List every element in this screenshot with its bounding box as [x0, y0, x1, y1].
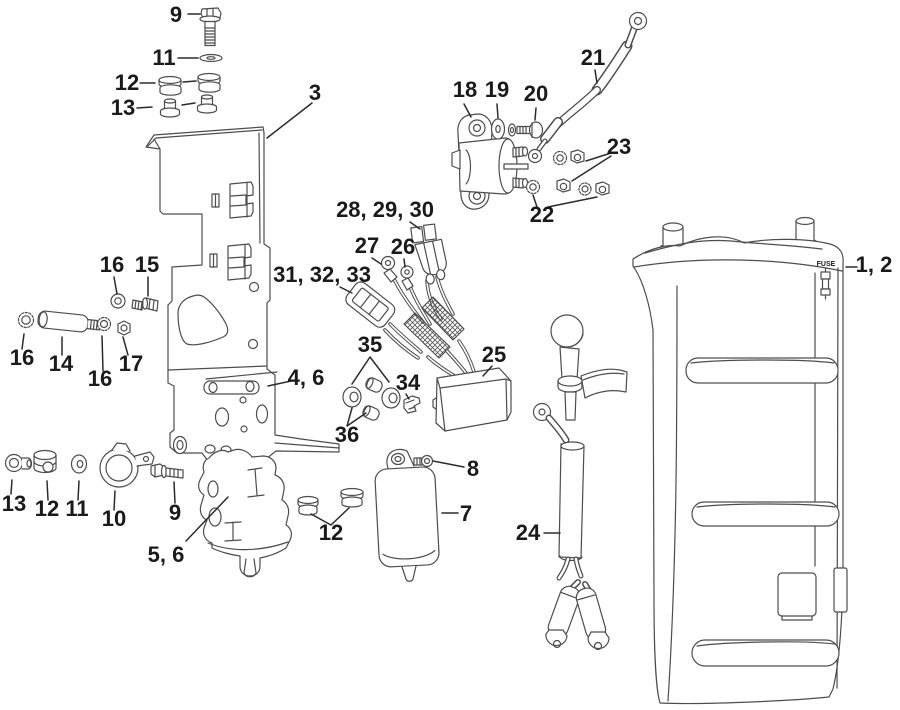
bracket-3-4-6-art — [145, 126, 340, 464]
label-11-top: 11 — [152, 45, 175, 70]
bottom-left-hardware-art — [4, 442, 184, 488]
label-31-32-33: 31, 32, 33 — [273, 262, 371, 287]
relay-25-art — [432, 367, 512, 432]
label-34: 34 — [396, 370, 421, 395]
label-8: 8 — [467, 456, 479, 481]
label-16-a: 16 — [100, 252, 124, 277]
label-9-top: 9 — [170, 2, 182, 27]
cover-1-2-art — [632, 216, 848, 705]
solenoid-18-art — [451, 113, 544, 210]
fuse-label: FUSE — [817, 261, 836, 268]
label-16-b: 16 — [10, 345, 34, 370]
label-27: 27 — [355, 233, 379, 258]
label-4-6: 4, 6 — [288, 365, 325, 390]
label-13-top: 13 — [111, 95, 135, 120]
label-7: 7 — [460, 501, 472, 526]
grommets-35-36-art — [342, 377, 401, 421]
nuts-22-23-art — [525, 149, 610, 196]
label-23: 23 — [607, 134, 631, 159]
label-14: 14 — [49, 351, 74, 376]
spacer-group-art — [17, 293, 159, 336]
part-labels: 9 11 12 13 3 18 19 20 21 23 22 28, 29, 3… — [2, 2, 893, 567]
label-17: 17 — [119, 351, 143, 376]
label-5-6: 5, 6 — [148, 542, 185, 567]
bolt-9-top-art — [199, 7, 222, 47]
label-19: 19 — [485, 77, 509, 102]
spools-13-top-art — [159, 94, 218, 118]
battery-cable-24-art — [532, 314, 628, 651]
label-15: 15 — [135, 252, 159, 277]
label-20: 20 — [524, 81, 548, 106]
label-13-b: 13 — [2, 491, 26, 516]
label-16-c: 16 — [88, 366, 112, 391]
label-18: 18 — [453, 77, 477, 102]
label-12-c: 12 — [319, 520, 343, 545]
label-25: 25 — [482, 342, 506, 367]
label-3: 3 — [309, 80, 321, 105]
grommets-12-bottom-art — [297, 487, 364, 516]
label-28-29-30: 28, 29, 30 — [336, 197, 434, 222]
clip-34-art — [403, 395, 421, 414]
label-26: 26 — [391, 234, 415, 259]
label-21: 21 — [581, 45, 605, 70]
label-11-b: 11 — [65, 496, 88, 521]
wire-harness-art — [345, 223, 476, 382]
label-10: 10 — [102, 506, 126, 531]
label-24: 24 — [516, 520, 541, 545]
bracket-5-6-art — [198, 444, 292, 578]
label-12-top: 12 — [115, 70, 139, 95]
label-9-b: 9 — [169, 500, 181, 525]
label-1-2: 1, 2 — [856, 252, 893, 277]
label-12-b: 12 — [35, 496, 59, 521]
module-7-art — [374, 448, 440, 582]
label-22: 22 — [530, 202, 554, 227]
leader-lines — [10, 13, 858, 542]
washer-11-top-art — [199, 53, 223, 63]
cable-21-art — [527, 11, 648, 164]
label-35: 35 — [358, 332, 382, 357]
grommets-12-top-art — [158, 72, 221, 96]
label-36: 36 — [335, 422, 359, 447]
